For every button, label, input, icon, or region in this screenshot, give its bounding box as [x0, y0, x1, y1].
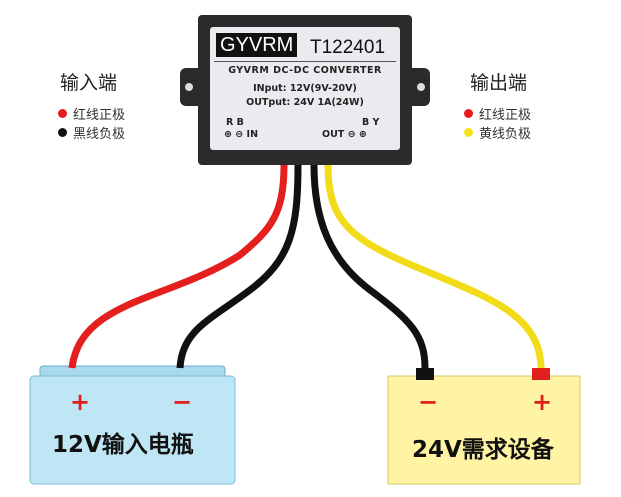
input-legend-black: 黑线负极	[58, 123, 125, 142]
legend-label: 红线正极	[479, 108, 532, 123]
black-dot-icon	[58, 128, 67, 137]
red-dot-icon	[464, 109, 473, 118]
output-yellow-wire	[324, 164, 545, 369]
in-pin-letters: R B	[226, 117, 244, 128]
module-label-plate: GYVRM T122401 GYVRM DC-DC CONVERTER INpu…	[210, 27, 400, 150]
output-legend-red: 红线正极	[464, 104, 531, 123]
red-dot-icon	[58, 109, 67, 118]
mount-hole-right	[417, 83, 425, 91]
mount-hole-left	[185, 83, 193, 91]
in-pin-symbols: ⊕ ⊖ IN	[224, 129, 259, 140]
battery-plus: +	[70, 388, 91, 416]
device-minus: −	[418, 388, 439, 416]
input-spec: INput: 12V(9V-20V)	[253, 83, 357, 94]
device-box	[387, 375, 581, 485]
device-terminal-neg	[416, 368, 434, 380]
input-black-wire	[176, 164, 302, 369]
input-red-wire	[68, 164, 288, 369]
out-pin-symbols: OUT ⊖ ⊕	[322, 129, 367, 140]
legend-label: 黄线负极	[479, 127, 532, 142]
output-spec: OUTput: 24V 1A(24W)	[246, 97, 364, 108]
module-model: T122401	[310, 37, 386, 58]
output-legend-yellow: 黄线负极	[464, 123, 531, 142]
input-legend-red: 红线正极	[58, 104, 125, 123]
device-terminal-pos	[532, 368, 550, 380]
module-title: GYVRM DC-DC CONVERTER	[228, 65, 382, 76]
divider	[214, 61, 396, 62]
input-side-title: 输入端	[60, 72, 118, 94]
battery-label: 12V输入电瓶	[52, 432, 194, 458]
out-pin-letters: B Y	[362, 117, 380, 128]
output-side-title: 输出端	[470, 72, 528, 94]
battery	[29, 365, 236, 485]
battery-minus: −	[172, 388, 193, 416]
device-plus: +	[532, 388, 553, 416]
output-black-wire	[310, 164, 429, 369]
legend-label: 红线正极	[73, 108, 126, 123]
module-brand: GYVRM	[216, 33, 298, 57]
legend-label: 黑线负极	[73, 127, 126, 142]
yellow-dot-icon	[464, 128, 473, 137]
device-label: 24V需求设备	[412, 437, 554, 463]
